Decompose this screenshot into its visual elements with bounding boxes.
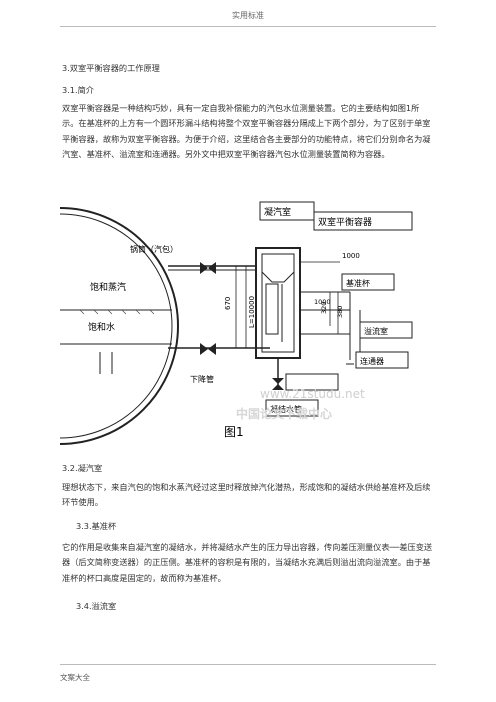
watermark-2: 中国论文下载中心 [236,406,332,421]
diagram: 锅筒（汽包） 饱和蒸汽 饱和水 凝汽室 双室平衡容器 基准杯 溢流室 连通器 下… [59,201,413,445]
footer-divider [60,664,436,665]
funnel [261,271,295,283]
section-3-4-heading: 3.4.溢流室 [76,601,117,611]
label-steam: 饱和蒸汽 [90,281,126,293]
dim-L10000: L=10000 [248,296,256,328]
figure-1: 锅筒（汽包） 饱和蒸汽 饱和水 凝汽室 双室平衡容器 基准杯 溢流室 连通器 下… [59,192,432,446]
dim-1000b: 1000 [314,298,331,306]
water-hatch [79,309,155,315]
section-3-1-text: 双室平衡容器是一种结构巧妙，具有一定自我补偿能力的汽包水位测量装置。它的主要结构… [62,103,431,160]
label-overflow: 溢流室 [364,326,388,336]
label-condenser: 凝汽室 [264,206,291,218]
section-3-1-heading: 3.1.简介 [62,85,94,95]
section-3-2-heading: 3.2.凝汽室 [62,463,103,473]
drum-shape [59,207,180,445]
valve-upper-left [200,262,208,274]
section-3-2-text: 理想状态下，来自汽包的饱和水蒸汽经过这里时释放掉汽化潜热，形成饱和的凝结水供给基… [62,482,431,508]
figure-caption: 图1 [224,425,244,439]
section-3-heading: 3.双室平衡容器的工作原理 [62,63,160,73]
section-3-3-text: 它的作用是收集来自凝汽室的凝结水，并将凝结水产生的压力导出容器，传向差压测量仪表… [62,542,433,583]
dim-320: 320 [320,302,328,314]
dim-1000: 1000 [342,252,360,260]
header-divider [60,26,436,27]
label-downcomer: 下降管 [190,374,214,384]
label-connector: 连通器 [360,356,384,366]
label-drum: 锅筒（汽包） [130,244,178,254]
dim-380: 380 [336,306,344,318]
page-footer: 文案大全 [60,673,90,682]
ref-cup-shape [265,283,279,335]
section-3-3-heading: 3.3.基准杯 [76,521,117,531]
drum-inner [59,213,173,439]
label-water: 饱和水 [88,321,115,333]
page-header: 实用标准 [232,11,264,20]
label-ref-cup: 基准杯 [346,278,370,288]
watermark: www.21studu.net [260,387,365,401]
label-cond-pipe: 凝结水管 [270,404,302,414]
dim-670: 670 [224,297,232,310]
label-container: 双室平衡容器 [318,216,372,228]
valve-lower-left [200,343,208,355]
